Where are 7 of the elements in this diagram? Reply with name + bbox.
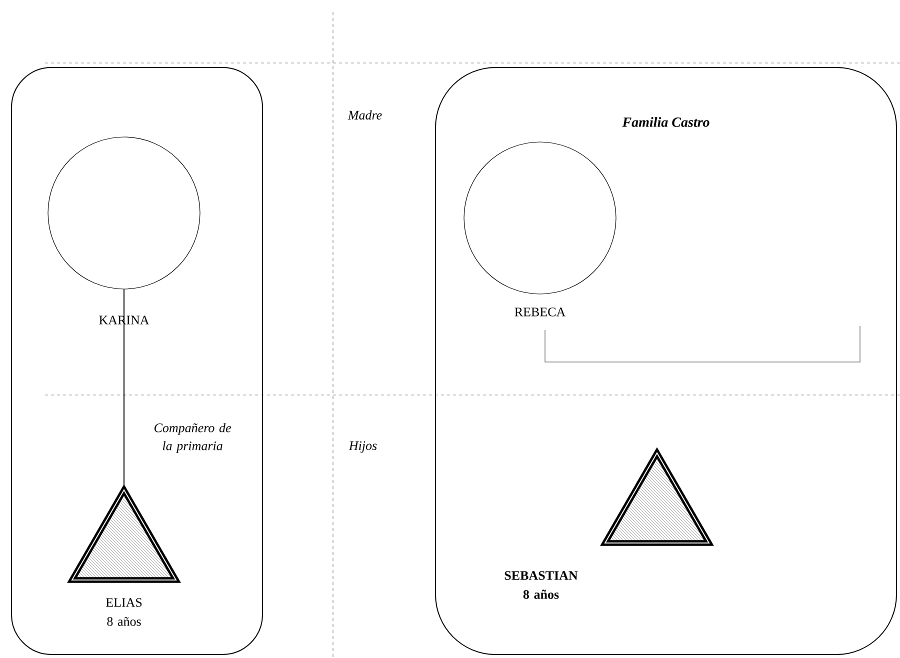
family-frame [11,67,263,655]
node-label: REBECA [514,308,566,316]
node-label: ELIAS 8 años [106,598,142,626]
row-label: Madre [348,110,382,120]
node-label: SEBASTIAN 8 años [504,571,578,599]
edge-label: Compañero de la primaria [154,423,231,453]
row-label: Hijos [348,441,377,453]
